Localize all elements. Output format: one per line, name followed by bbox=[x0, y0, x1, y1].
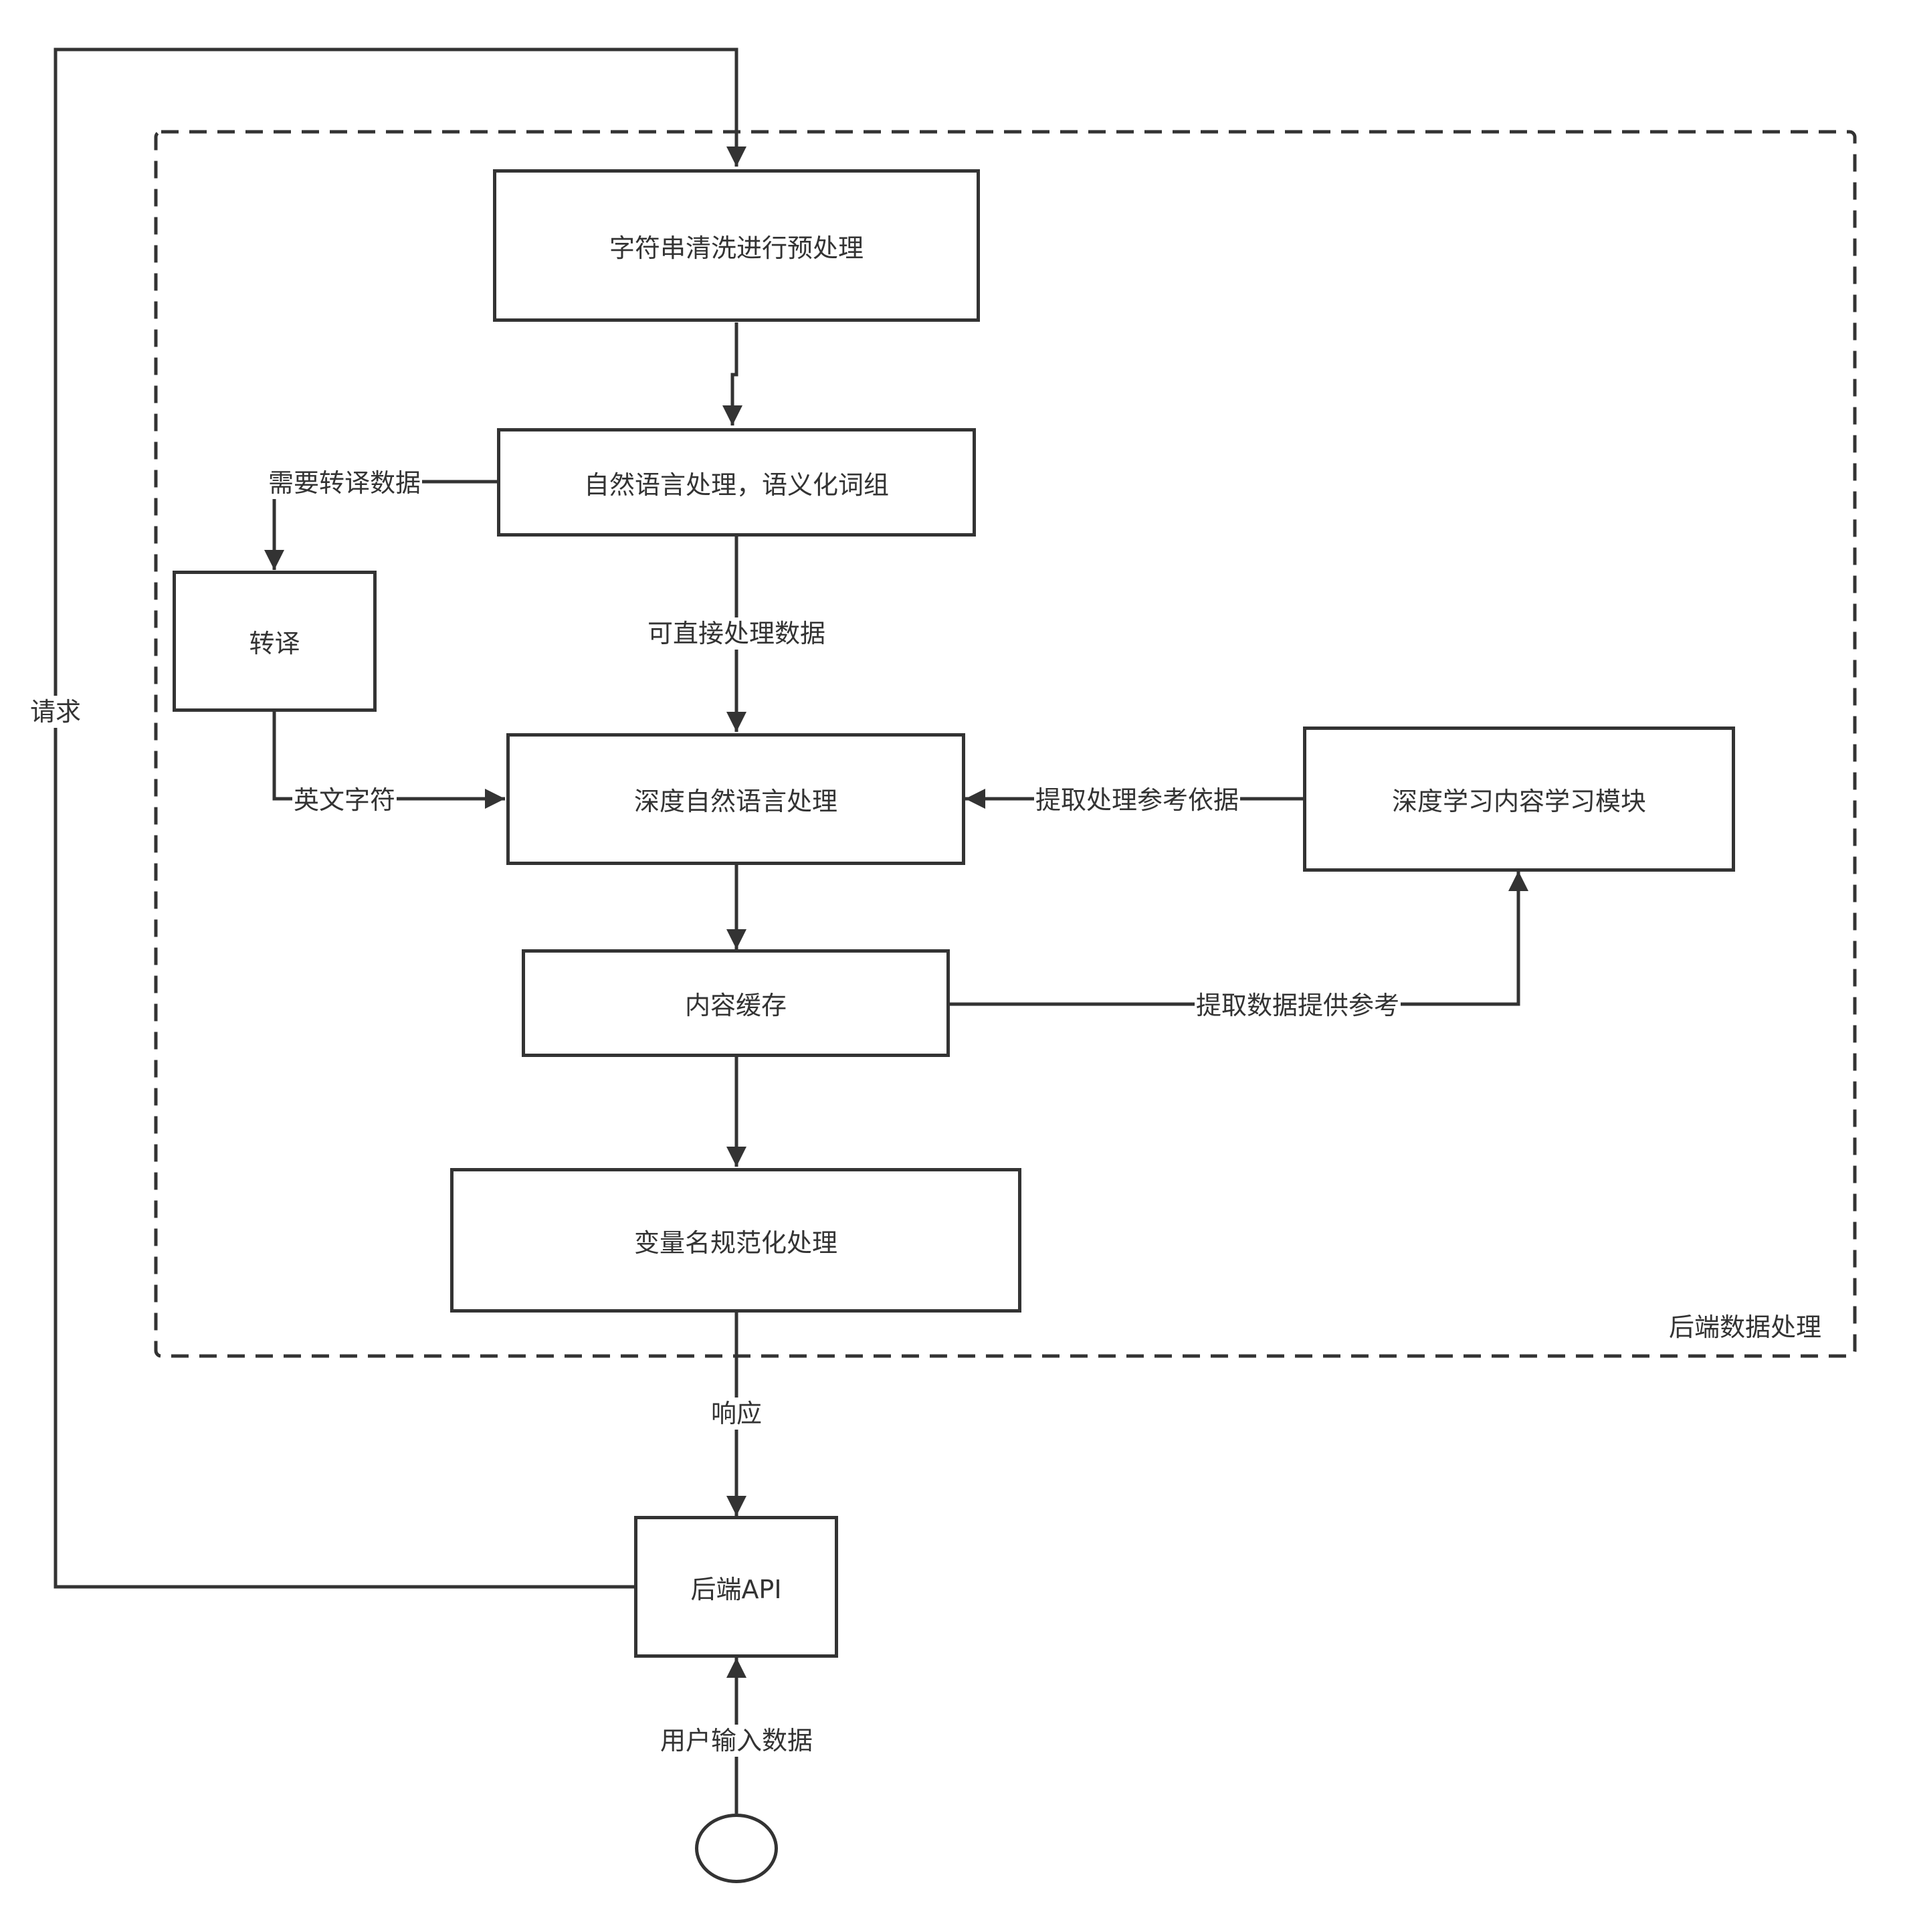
cache-label: 内容缓存 bbox=[684, 991, 787, 1020]
extract-data-edge bbox=[950, 871, 1528, 1006]
translate-node: 转译 bbox=[173, 571, 377, 712]
preprocess-node: 字符串清洗进行预处理 bbox=[493, 169, 980, 322]
start-terminal bbox=[695, 1814, 778, 1883]
deep-nlp-label: 深度自然语言处理 bbox=[633, 787, 837, 816]
deep-nlp-node: 深度自然语言处理 bbox=[506, 733, 965, 865]
need-translate-edge-label: 需要转译数据 bbox=[266, 467, 423, 499]
dl-module-label: 深度学习内容学习模块 bbox=[1391, 787, 1646, 816]
backend-group-label: 后端数据处理 bbox=[1668, 1313, 1821, 1342]
backend-group-container bbox=[154, 130, 1857, 1358]
preprocess-label: 字符串清洗进行预处理 bbox=[609, 233, 864, 263]
api-node: 后端API bbox=[634, 1516, 838, 1658]
cache-node: 内容缓存 bbox=[522, 949, 950, 1057]
normalize-node: 变量名规范化处理 bbox=[450, 1168, 1021, 1313]
nlp-node: 自然语言处理，语义化词组 bbox=[497, 428, 976, 537]
request-edge-label: 请求 bbox=[28, 696, 83, 728]
nlp-label: 自然语言处理，语义化词组 bbox=[583, 470, 889, 500]
preprocess-to-nlp-edge bbox=[722, 322, 742, 425]
api-label: 后端API bbox=[690, 1574, 782, 1604]
dl-module-node: 深度学习内容学习模块 bbox=[1303, 727, 1735, 872]
normalize-label: 变量名规范化处理 bbox=[633, 1228, 837, 1258]
translate-label: 转译 bbox=[249, 629, 300, 658]
response-edge-label: 响应 bbox=[709, 1397, 764, 1430]
english-edge-label: 英文字符 bbox=[292, 784, 397, 816]
request-edge bbox=[54, 47, 746, 1589]
direct-edge-label: 可直接处理数据 bbox=[645, 617, 827, 650]
extract-ref-edge-label: 提取处理参考依据 bbox=[1033, 784, 1241, 816]
extract-data-edge-label: 提取数据提供参考 bbox=[1194, 989, 1401, 1022]
english-edge bbox=[272, 711, 505, 809]
user-input-edge-label: 用户输入数据 bbox=[658, 1725, 815, 1757]
